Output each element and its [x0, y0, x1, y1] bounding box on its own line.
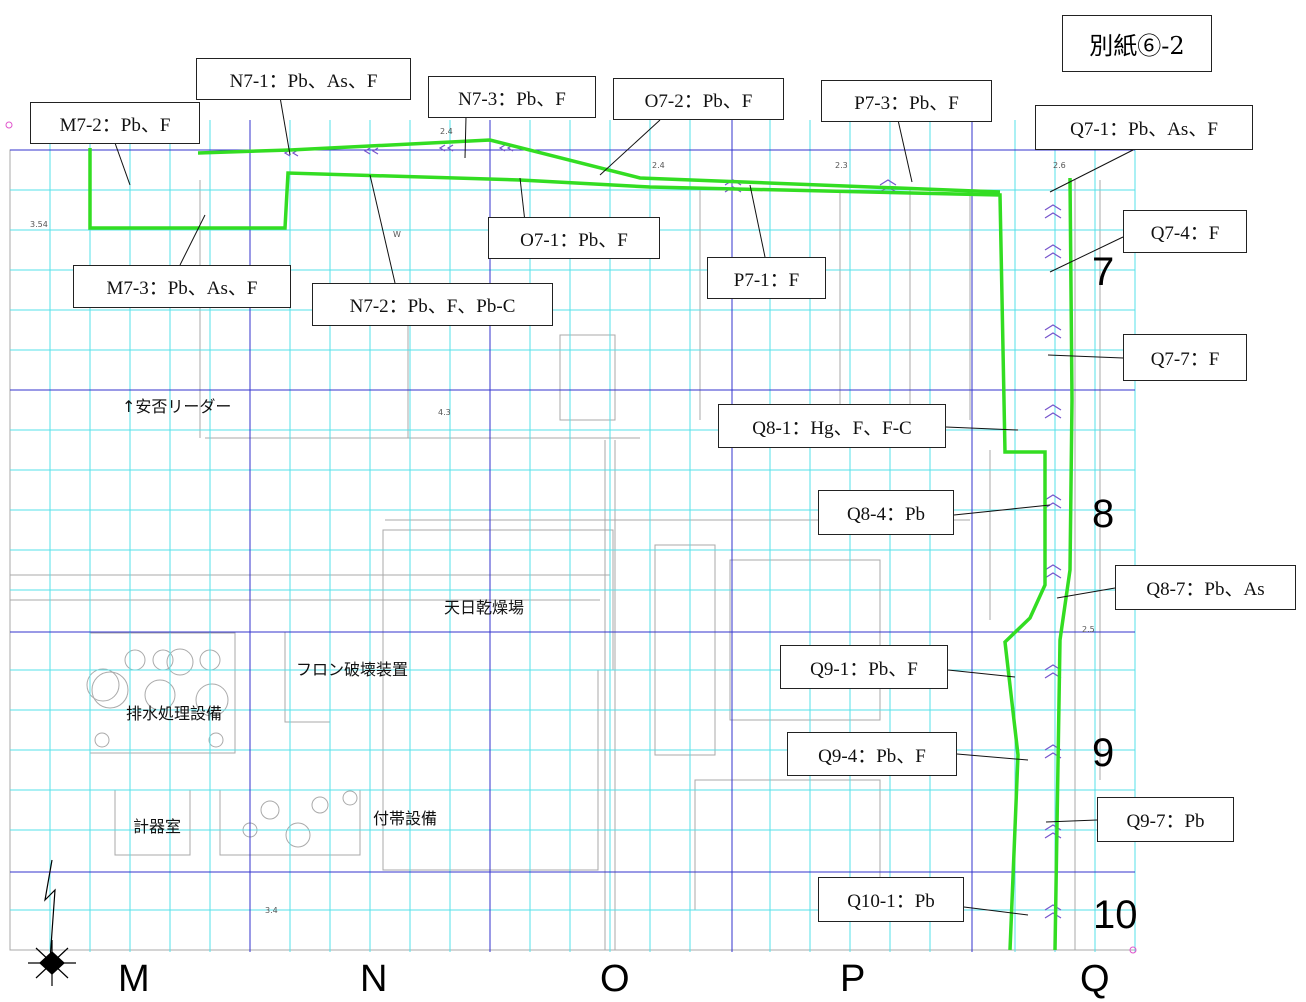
sampling-label-p7-1: P7-1：F: [707, 257, 826, 299]
sampling-label-m7-3: M7-3：Pb、As、F: [73, 265, 291, 308]
elevation-label: W: [393, 230, 401, 239]
row-label-8: 8: [1092, 492, 1115, 536]
sampling-label-m7-2: M7-2：Pb、F: [30, 102, 200, 144]
sampling-label-n7-1: N7-1：Pb、As、F: [196, 58, 411, 100]
elevation-label: 4.3: [438, 408, 451, 417]
column-label-p: P: [840, 958, 866, 1000]
row-label-7: 7: [1092, 250, 1115, 294]
safety-leader-label: ↑安否リーダー: [122, 397, 232, 416]
auxiliary-equipment-label: 付帯設備: [373, 809, 438, 828]
survey-boundary-upper: [197, 138, 1001, 194]
column-label-q: Q: [1080, 958, 1110, 1000]
sampling-label-n7-3: N7-3：Pb、F: [428, 76, 596, 118]
sampling-label-q8-4: Q8-4：Pb: [818, 490, 954, 535]
elevation-label: 3.4: [265, 906, 278, 915]
instrument-room-label: 計器室: [133, 817, 182, 836]
sampling-label-q7-7: Q7-7：F: [1123, 334, 1247, 381]
appendix-label: 別紙⑥-2: [1062, 15, 1212, 72]
freon-destruction-label: フロン破壊装置: [296, 660, 409, 679]
sun-drying-area-label: 天日乾燥場: [444, 598, 525, 617]
corner-marker: [1129, 946, 1137, 954]
corner-marker: [5, 121, 13, 129]
elevation-label: 3.54: [30, 220, 48, 229]
sampling-label-q10-1: Q10-1：Pb: [818, 877, 964, 922]
sampling-label-q7-4: Q7-4：F: [1123, 210, 1247, 253]
sampling-label-q8-7: Q8-7：Pb、As: [1115, 565, 1296, 610]
column-label-m: M: [118, 958, 150, 1000]
sampling-label-o7-1: O7-1：Pb、F: [488, 217, 660, 259]
row-label-10: 10: [1093, 893, 1138, 937]
column-label-n: N: [360, 958, 388, 1000]
elevation-label: 2.5: [1082, 625, 1095, 634]
sampling-label-q9-4: Q9-4：Pb、F: [787, 732, 957, 776]
sampling-label-o7-2: O7-2：Pb、F: [613, 78, 784, 120]
sampling-label-p7-3: P7-3：Pb、F: [821, 80, 992, 122]
major-grid: [10, 120, 1135, 952]
elevation-label: 2.4: [440, 127, 453, 136]
sampling-label-q9-7: Q9-7：Pb: [1097, 797, 1234, 842]
sampling-label-n7-2: N7-2：Pb、F、Pb-C: [312, 283, 553, 326]
sampling-label-q8-1: Q8-1：Hg、F、F-C: [718, 404, 946, 448]
elevation-label: 2.3: [835, 161, 848, 170]
column-label-o: O: [600, 958, 630, 1000]
sampling-label-q7-1: Q7-1：Pb、As、F: [1035, 105, 1253, 150]
wastewater-treatment-label: 排水処理設備: [126, 704, 223, 723]
elevation-label: 2.6: [1053, 161, 1066, 170]
sampling-label-q9-1: Q9-1：Pb、F: [780, 645, 948, 689]
north-arrow-icon: [28, 859, 76, 986]
survey-boundary-east: [1053, 177, 1074, 951]
elevation-label: 2.4: [652, 161, 665, 170]
survey-boundary: [88, 148, 1047, 951]
leader-lines: [114, 96, 1134, 916]
base-drawing: [9, 149, 1136, 951]
row-label-9: 9: [1092, 731, 1115, 775]
